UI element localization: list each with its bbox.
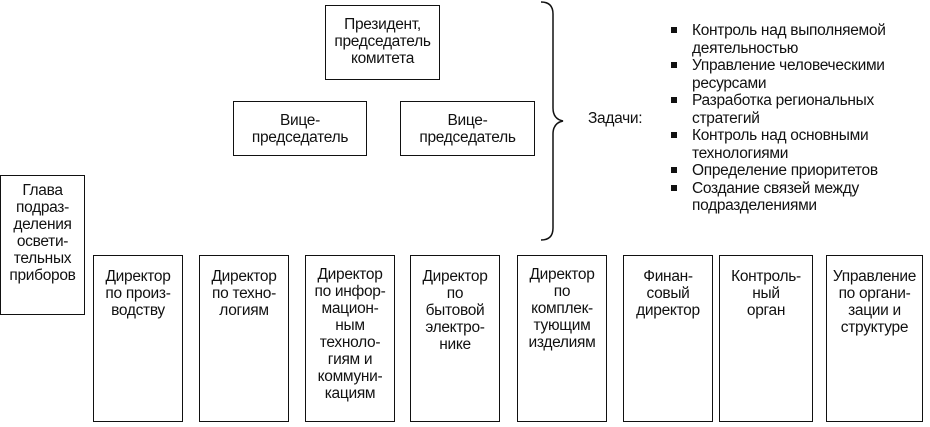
bullet-icon xyxy=(671,97,677,103)
bullet-icon xyxy=(671,167,677,173)
tasks-label: Задачи: xyxy=(588,110,643,127)
task-text: Разработка региональных стратегий xyxy=(692,92,874,127)
control-body-box: Контроль- ный орган xyxy=(719,255,813,422)
task-item: Разработка региональных стратегий xyxy=(668,92,918,127)
task-text: Контроль над выполняемой деятельностью xyxy=(692,22,886,57)
director-it-communications-box: Директор по инфор- мацион- ным техноло- … xyxy=(305,255,395,422)
president-box: Президент, председатель комитета xyxy=(325,5,440,80)
finance-director-box: Финан- совый директор xyxy=(623,255,713,422)
task-item: Контроль над выполняемой деятельностью xyxy=(668,22,918,57)
vice-chair-box-2: Вице- председатель xyxy=(400,101,535,156)
bullet-icon xyxy=(671,62,677,68)
task-item: Управление человеческими ресурсами xyxy=(668,57,918,92)
task-text: Контроль над основными технологиями xyxy=(692,127,869,162)
vice-chair-box-1: Вице- председатель xyxy=(233,101,367,156)
director-consumer-electronics-box: Директор по бытовой электро- нике xyxy=(410,255,500,422)
bullet-icon xyxy=(671,27,677,33)
task-item: Создание связей между подразделениями xyxy=(668,180,918,215)
bullet-icon xyxy=(671,132,677,138)
task-text: Создание связей между подразделениями xyxy=(692,179,859,215)
task-text: Управление человеческими ресурсами xyxy=(692,57,885,92)
task-item: Определение приоритетов xyxy=(668,162,918,180)
director-components-box: Директор по комплек- тующим изделиям xyxy=(517,255,607,422)
head-lighting-division-box: Глава подраз- деления освети- тельных пр… xyxy=(0,175,85,315)
director-production-box: Директор по произ- водству xyxy=(93,255,183,422)
organization-structure-dept-box: Управление по органи- зации и структуре xyxy=(826,255,923,422)
director-technology-box: Директор по техно- логиям xyxy=(199,255,289,422)
bullet-icon xyxy=(671,184,677,191)
task-item: Контроль над основными технологиями xyxy=(668,127,918,162)
task-text: Определение приоритетов xyxy=(692,162,878,179)
tasks-list: Контроль над выполняемой деятельностью У… xyxy=(668,22,918,215)
